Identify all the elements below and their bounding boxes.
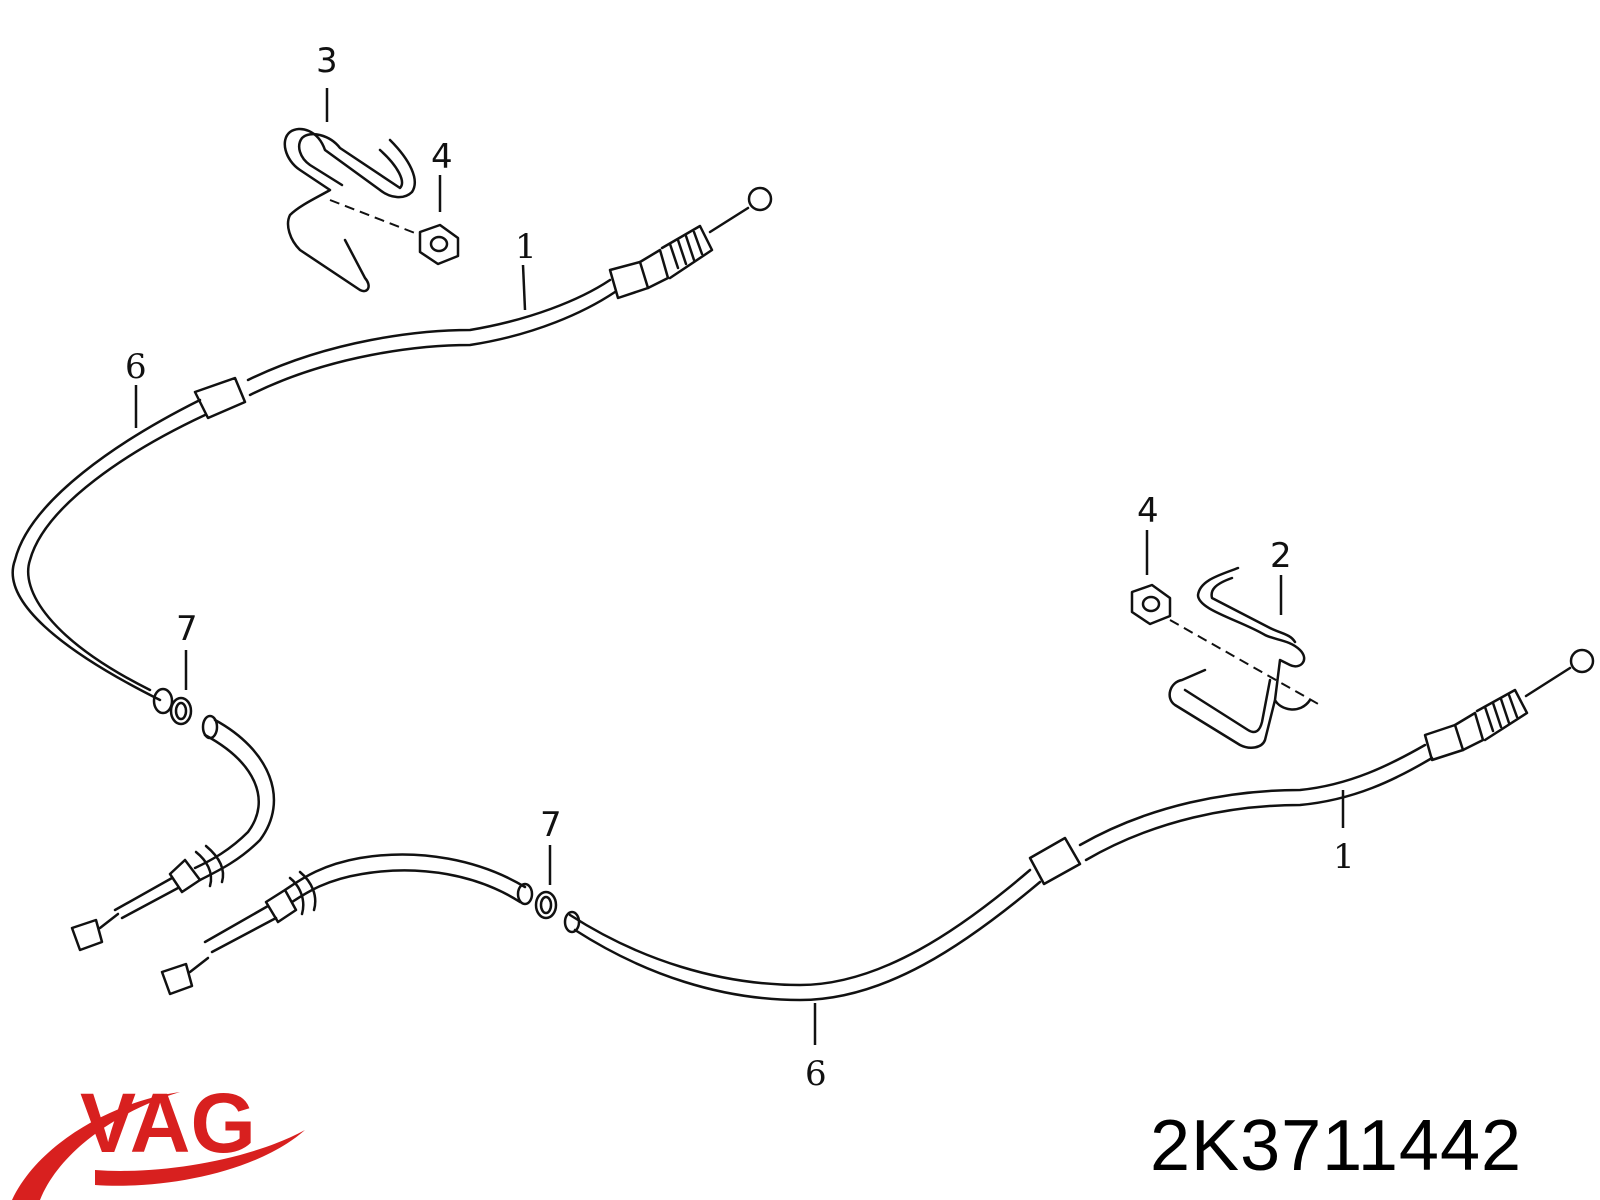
logo-text: VAG (80, 1076, 256, 1170)
nut-upper (418, 223, 460, 266)
callout-hose-b: 6 (805, 1054, 827, 1094)
bracket-upper (283, 127, 421, 293)
short-hose-left (70, 714, 276, 952)
bracket-lower (1168, 566, 1321, 749)
vag-logo: VAG (12, 1076, 305, 1200)
logo-swoosh (12, 1092, 305, 1200)
callout-ring-a: 7 (176, 609, 198, 649)
callout-labels: 3 4 1 6 7 7 4 2 1 6 (125, 41, 1355, 1094)
callout-nut-a: 4 (431, 137, 453, 177)
cable-assembly-upper (11, 186, 773, 715)
callout-hose-a: 6 (125, 347, 147, 387)
callout-nut-b: 4 (1137, 491, 1159, 531)
o-ring-left (169, 696, 193, 726)
o-ring-right (534, 890, 558, 920)
nut-lower (1130, 583, 1172, 626)
callout-cable-a: 1 (515, 227, 537, 267)
cable-assembly-lower (160, 648, 1595, 1002)
callout-bracket-a: 3 (316, 41, 338, 81)
callout-cable-b: 1 (1333, 837, 1355, 877)
leader-lines (134, 88, 1345, 1045)
callout-bracket-b: 2 (1270, 536, 1292, 576)
callout-ring-b: 7 (540, 805, 562, 845)
part-number: 2K3711442 (1150, 1106, 1522, 1186)
